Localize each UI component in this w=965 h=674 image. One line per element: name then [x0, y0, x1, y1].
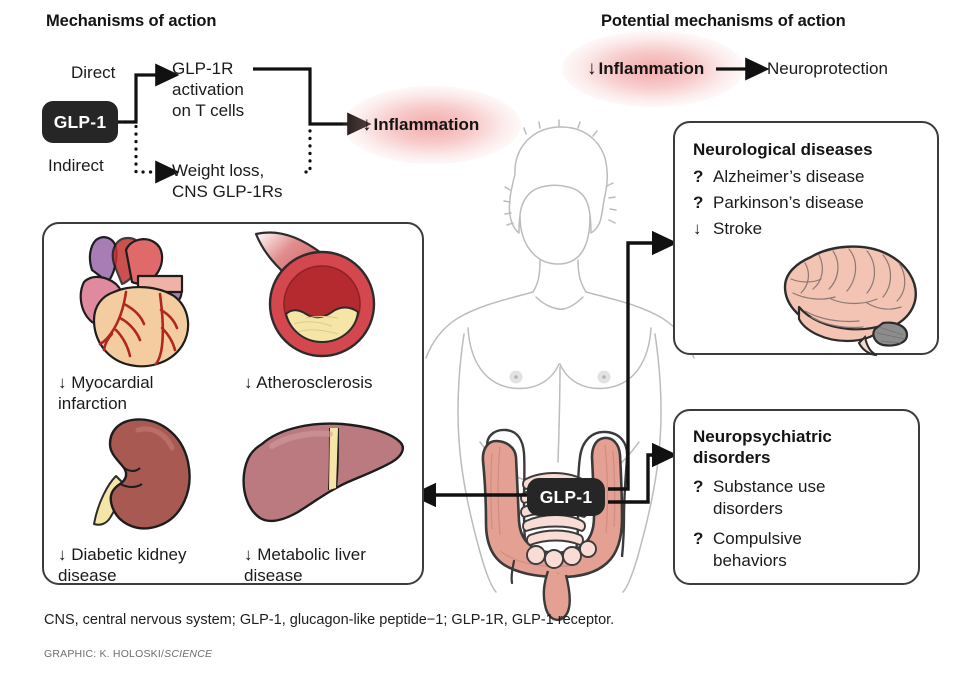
abbreviations-note: CNS, central nervous system; GLP-1, gluc… [44, 612, 615, 628]
neuro-item-2-mark: ↓ [693, 219, 702, 238]
indirect-target-text: Weight loss, CNS GLP-1Rs [172, 161, 283, 201]
right-inflammation: ↓ Inflammation [562, 31, 744, 107]
heart-icon [79, 236, 190, 368]
artery-icon [254, 231, 376, 358]
glp1-source-pill[interactable]: GLP-1 [42, 101, 118, 143]
psych-item-1-mark: ? [693, 529, 704, 548]
psych-item-0-label: Substance use disorders [713, 477, 826, 518]
indirect-label: Indirect [48, 156, 104, 175]
inflammation-label: Inflammation [373, 115, 480, 134]
gut-outflow-arrows [410, 230, 678, 508]
right-section-title: Potential mechanisms of action [601, 12, 846, 30]
organ-mark-artery: ↓ [244, 373, 253, 392]
neuro-item-0-label: Alzheimer’s disease [713, 167, 865, 186]
psych-item-0-mark: ? [693, 477, 704, 496]
organ-caption-artery: ↓ Atherosclerosis [244, 372, 373, 393]
organ-caption-kidney: ↓ Diabetic kidney disease [58, 544, 187, 586]
kidney-icon [93, 418, 191, 530]
organ-label-kidney: Diabetic kidney disease [58, 545, 187, 585]
graphic-credit-source: SCIENCE [164, 648, 213, 660]
organ-caption-heart: ↓ Myocardial infarction [58, 372, 153, 414]
psych-item-1-label: Compulsive behaviors [713, 529, 802, 570]
organ-mark-liver: ↓ [244, 545, 253, 564]
graphic-credit: GRAPHIC: K. HOLOSKI/SCIENCE [44, 648, 212, 660]
neuro-item-1: ? Parkinson’s disease [693, 192, 919, 214]
brain-icon [783, 245, 917, 356]
right-inflammation-label: Inflammation [598, 59, 705, 78]
neuro-item-1-label: Parkinson’s disease [713, 193, 864, 212]
left-section-title: Mechanisms of action [46, 12, 217, 30]
organ-label-artery: Atherosclerosis [256, 373, 373, 392]
liver-icon [242, 422, 404, 523]
organ-caption-liver: ↓ Metabolic liver disease [244, 544, 366, 586]
neuro-item-2-label: Stroke [713, 219, 763, 238]
psych-item-0: ? Substance use disorders [693, 476, 900, 520]
right-inflammation-down-arrow: ↓ [587, 58, 597, 79]
organ-mark-heart: ↓ [58, 373, 67, 392]
peripheral-outcomes-box: ↓ Myocardial infarction [42, 222, 424, 585]
psych-box-title: Neuropsychiatric disorders [693, 427, 832, 467]
left-flow-connectors [116, 63, 372, 184]
inflammation-down-arrow: ↓ [362, 114, 372, 135]
neuroprotection-label: Neuroprotection [767, 59, 888, 78]
direct-target-text: GLP-1R activation on T cells [172, 59, 245, 120]
direct-label: Direct [71, 63, 116, 82]
neuro-item-1-mark: ? [693, 193, 704, 212]
neuroprotection-arrow [716, 57, 770, 81]
psych-item-1: ? Compulsive behaviors [693, 528, 900, 572]
organ-label-liver: Metabolic liver disease [244, 545, 366, 585]
graphic-credit-prefix: GRAPHIC: K. HOLOSKI/ [44, 648, 165, 660]
organ-label-heart: Myocardial infarction [58, 373, 154, 413]
gut-glp1-pill[interactable]: GLP-1 [527, 478, 605, 516]
neuro-box-title: Neurological diseases [693, 140, 873, 159]
neuro-item-0-mark: ? [693, 167, 704, 186]
neuropsychiatric-disorders-box: Neuropsychiatric disorders ? Substance u… [673, 409, 920, 585]
organ-mark-kidney: ↓ [58, 545, 67, 564]
neuro-item-2: ↓ Stroke [693, 218, 919, 240]
neurological-diseases-box: Neurological diseases ? Alzheimer’s dise… [673, 121, 939, 356]
neuro-item-0: ? Alzheimer’s disease [693, 166, 919, 188]
